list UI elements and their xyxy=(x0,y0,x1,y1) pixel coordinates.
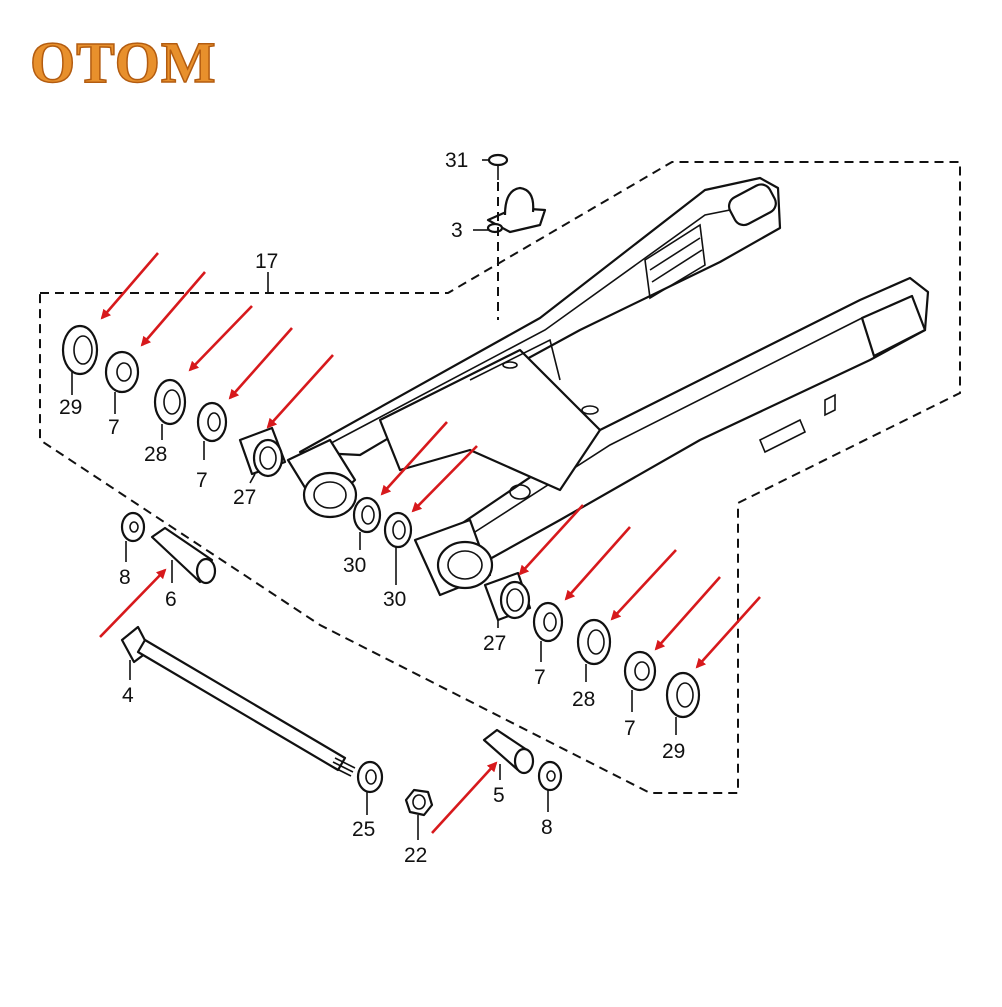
callout-6: 6 xyxy=(165,588,177,611)
callout-25: 25 xyxy=(352,818,375,841)
arrow-washer-7-d xyxy=(654,576,721,651)
arrow-bushing-27-left xyxy=(266,354,334,429)
callout-7-b: 7 xyxy=(196,469,208,492)
callout-5: 5 xyxy=(493,784,505,807)
washer-7-a xyxy=(104,350,140,394)
callout-29-right: 29 xyxy=(662,740,685,763)
callout-labels: 31 3 17 29 7 28 7 27 8 6 4 30 30 27 7 28… xyxy=(59,149,685,867)
logo-text: OTOM xyxy=(30,30,217,95)
callout-27-left: 27 xyxy=(233,486,256,509)
bushing-27-right xyxy=(483,571,532,622)
nut-22 xyxy=(404,788,434,817)
callout-30-a: 30 xyxy=(343,554,366,577)
callout-28-left: 28 xyxy=(144,443,167,466)
callout-7-c: 7 xyxy=(534,666,546,689)
assembly-boundary xyxy=(39,161,961,794)
callout-30-b: 30 xyxy=(383,588,406,611)
pivot-bolt-4 xyxy=(120,625,356,777)
arrow-seal-29-left xyxy=(100,252,159,320)
arrow-collar-5 xyxy=(431,761,498,834)
bearing-28-left xyxy=(153,378,187,426)
collar-6 xyxy=(150,526,217,585)
arrow-bushing-27-right xyxy=(518,504,584,576)
washer-25 xyxy=(356,760,384,794)
otom-logo: OTOM xyxy=(28,29,258,96)
arrow-washer-7-c xyxy=(564,526,631,601)
callout-7-d: 7 xyxy=(624,717,636,740)
arrow-bearing-30-b xyxy=(411,445,478,513)
bearing-30-a xyxy=(352,496,382,534)
seal-29-right xyxy=(665,671,701,719)
arrow-seal-29-right xyxy=(695,596,761,669)
callout-7-a: 7 xyxy=(108,416,120,439)
collar-5 xyxy=(482,728,535,775)
callout-29-left: 29 xyxy=(59,396,82,419)
callout-22: 22 xyxy=(404,844,427,867)
arrow-washer-7-a xyxy=(140,271,206,347)
bolt-31 xyxy=(487,153,509,180)
washer-8-left xyxy=(120,511,146,543)
washer-7-c xyxy=(532,601,564,643)
arrow-bearing-28-left xyxy=(188,305,253,372)
bushing-27-left xyxy=(238,426,287,478)
callout-8-left: 8 xyxy=(119,566,131,589)
callout-28-right: 28 xyxy=(572,688,595,711)
bearing-28-right xyxy=(576,618,612,666)
callout-17: 17 xyxy=(255,250,278,273)
callout-31: 31 xyxy=(445,149,468,172)
arrow-collar-6 xyxy=(99,568,167,638)
callout-27-right: 27 xyxy=(483,632,506,655)
callout-4: 4 xyxy=(122,684,134,707)
washer-7-b xyxy=(196,401,228,443)
seal-29-left xyxy=(61,324,99,376)
arrow-washer-7-b xyxy=(228,327,293,400)
washer-8-right xyxy=(537,760,563,792)
callout-3: 3 xyxy=(451,219,463,242)
washer-7-d xyxy=(623,650,657,692)
swingarm xyxy=(286,176,930,597)
callout-8-right: 8 xyxy=(541,816,553,839)
highlight-arrows xyxy=(99,252,761,834)
leader-lines xyxy=(71,159,677,840)
arrow-bearing-28-right xyxy=(610,549,677,621)
arrow-bearing-30-a xyxy=(380,421,448,496)
clamp-3 xyxy=(486,186,547,234)
bearing-30-b xyxy=(383,511,413,549)
